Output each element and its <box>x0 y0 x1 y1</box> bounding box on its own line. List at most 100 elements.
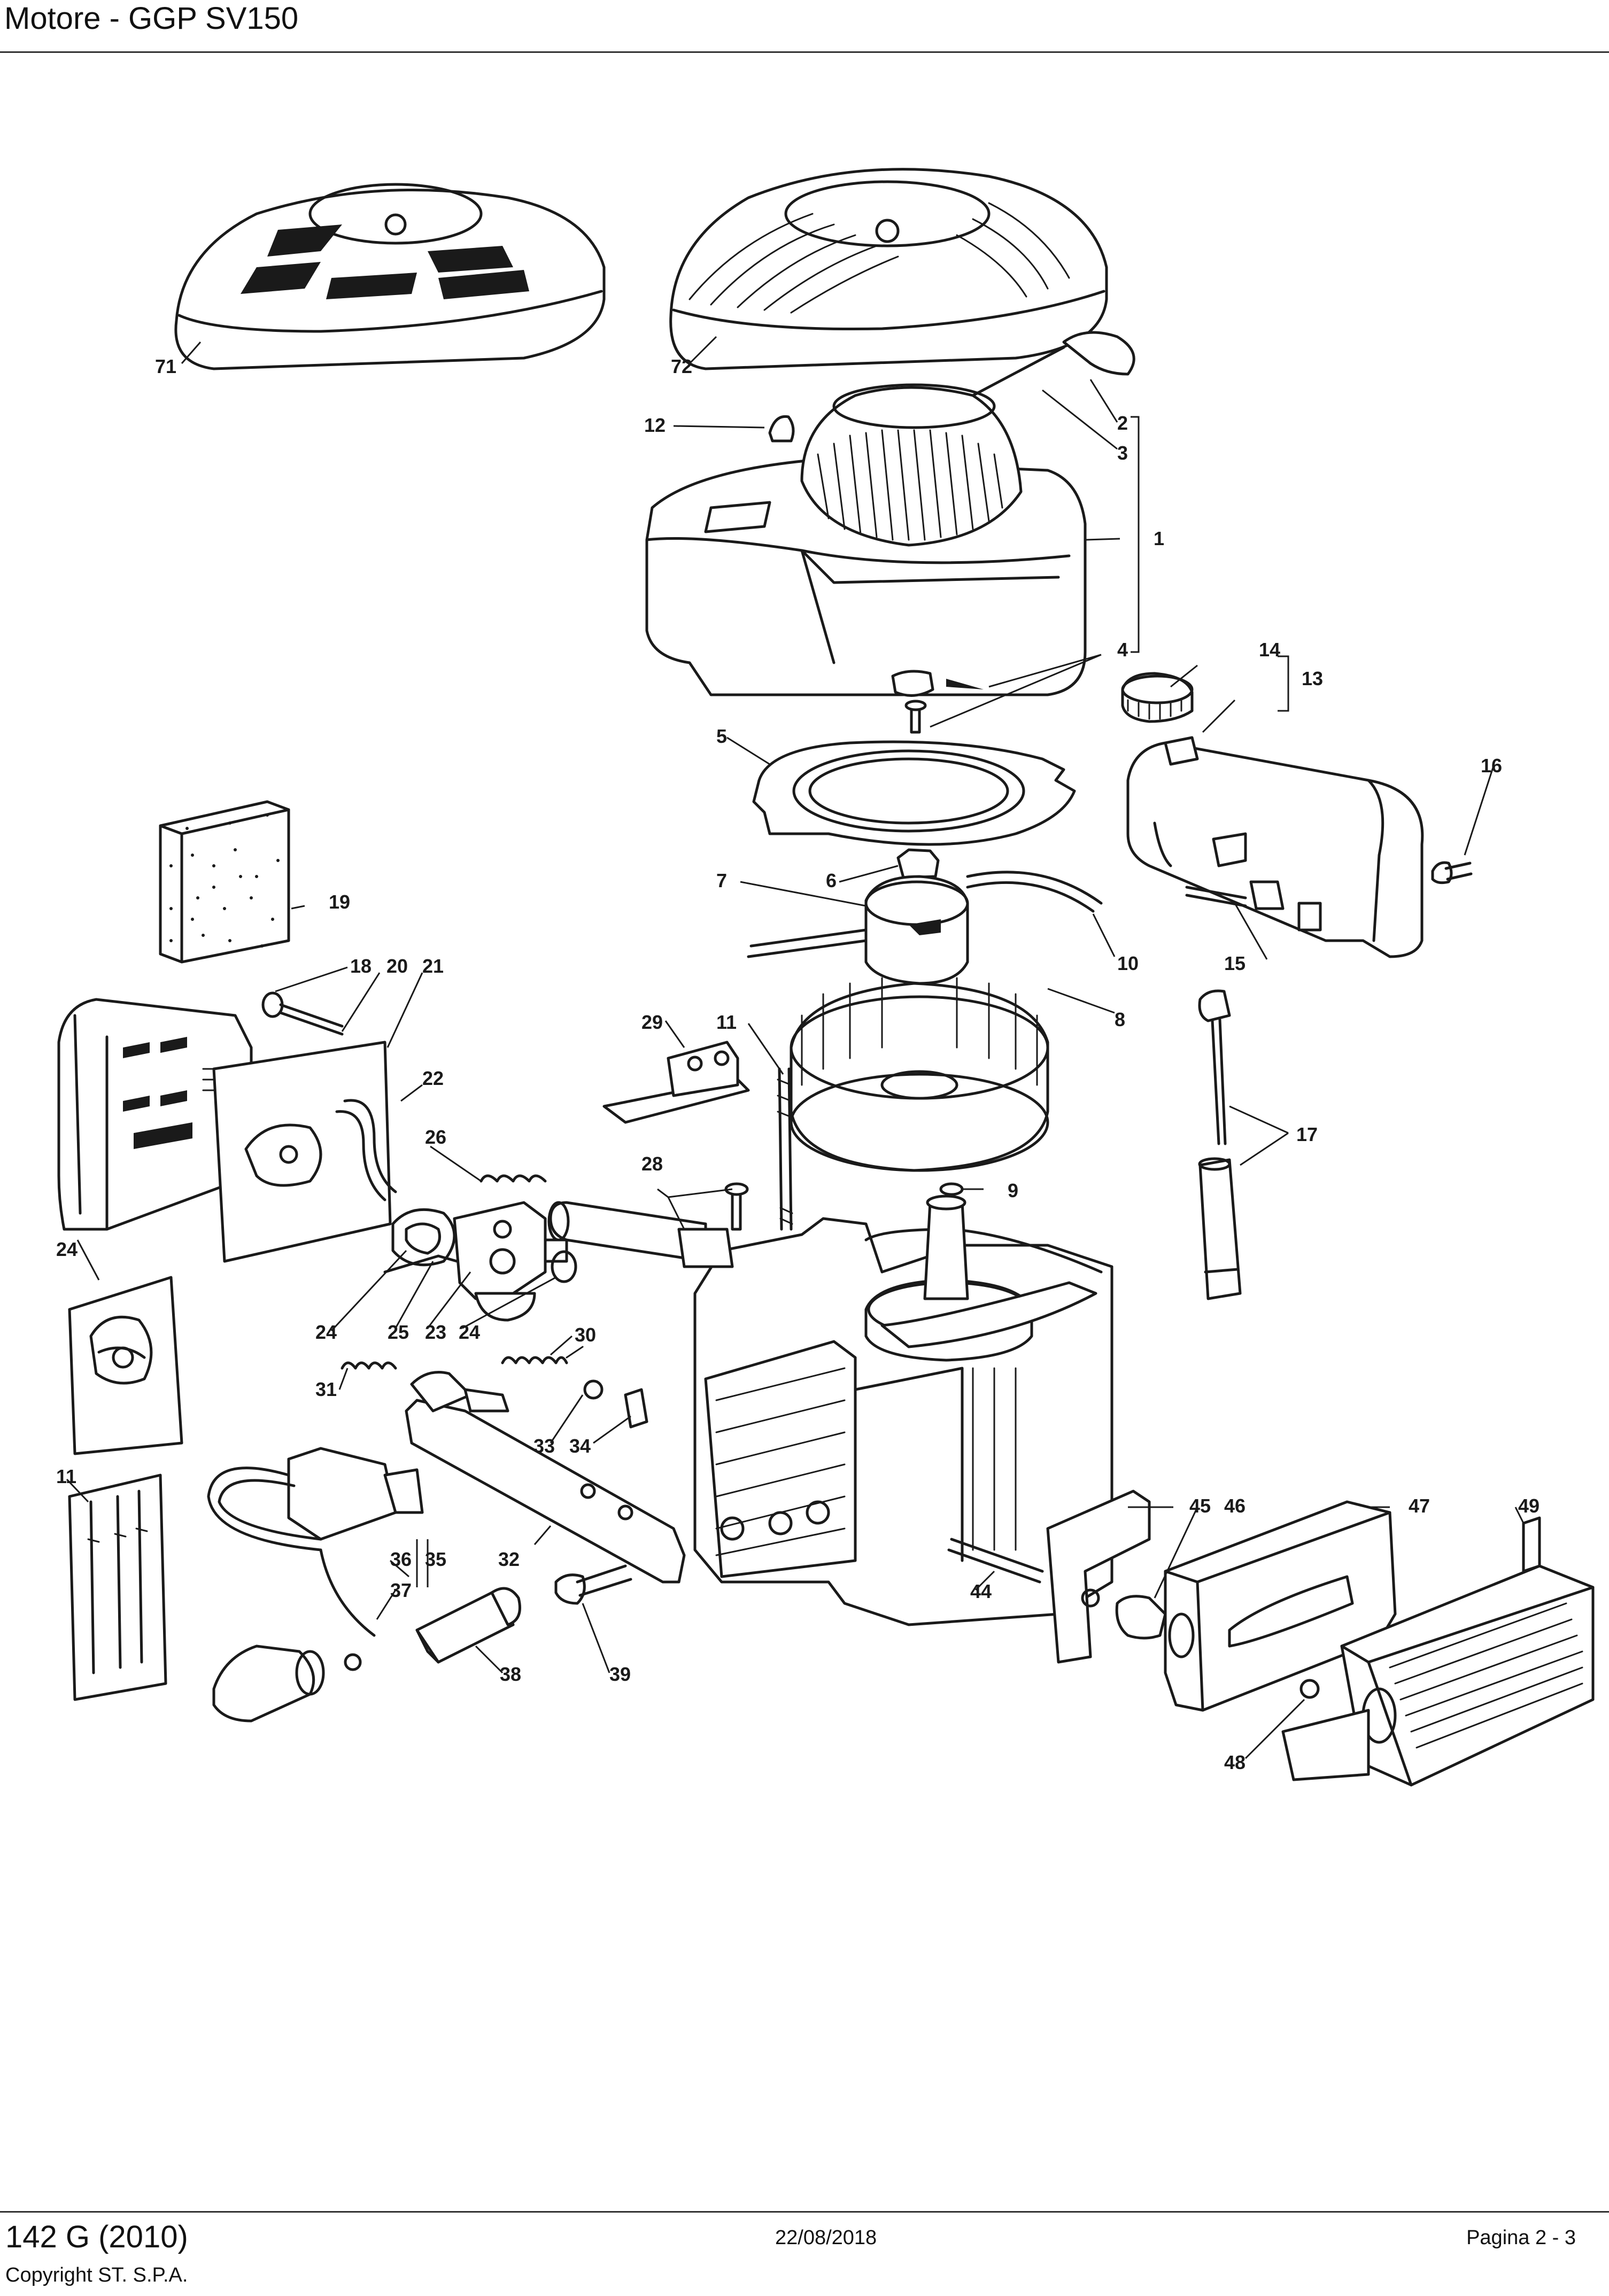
callout-6: 6 <box>826 870 837 891</box>
callout-10: 10 <box>1117 952 1139 974</box>
part-45-muffler-bracket <box>1046 1490 1151 1664</box>
callout-7: 7 <box>716 870 727 891</box>
part-33-screw <box>583 1379 604 1400</box>
part-30-spring <box>501 1346 584 1364</box>
callout-33: 33 <box>533 1435 555 1457</box>
callout-29: 29 <box>641 1011 663 1033</box>
callout-28: 28 <box>641 1153 663 1175</box>
part-7-starter-cup <box>864 875 969 985</box>
callout-32: 32 <box>498 1548 520 1570</box>
callout-38: 38 <box>500 1663 521 1685</box>
callout-46: 46 <box>1224 1495 1246 1517</box>
header-divider <box>0 51 1609 53</box>
part-34-clip <box>624 1388 648 1429</box>
part-21-back-plate <box>212 1041 392 1263</box>
part-37-spark-plug-cap <box>212 1645 362 1723</box>
callout-31: 31 <box>315 1378 337 1400</box>
air-filter-housing <box>57 998 253 1231</box>
callout-9: 9 <box>1008 1180 1018 1201</box>
callout-36: 36 <box>390 1548 412 1570</box>
callout-35: 35 <box>425 1548 446 1570</box>
part-72-blower-cover <box>669 168 1108 370</box>
callout-71: 71 <box>155 355 176 377</box>
part-8-flywheel <box>790 977 1049 1172</box>
footer-page-number: Pagina 2 - 3 <box>1466 2227 1576 2249</box>
part-46-nut <box>1115 1595 1167 1640</box>
leader-lines <box>66 336 1525 1759</box>
part-32-governor-bracket <box>405 1371 686 1584</box>
callout-44: 44 <box>970 1580 992 1602</box>
part-24-oring <box>551 1250 577 1283</box>
part-44-shaft <box>947 1538 1044 1584</box>
callout-24-left: 24 <box>56 1238 78 1260</box>
footer-divider <box>0 2211 1609 2213</box>
part-17-dipstick <box>1198 989 1242 1300</box>
part-31-spring <box>341 1361 397 1370</box>
part-71-blower-cover <box>174 183 606 370</box>
part-11-stud-bolt <box>777 1067 793 1231</box>
callout-labels: 71 72 12 2 3 1 4 14 13 5 16 7 6 19 18 20… <box>56 355 1540 1773</box>
callout-14: 14 <box>1259 639 1280 661</box>
part-5-baffle-plate <box>752 740 1076 846</box>
part-49-muffler-guard <box>1281 1516 1595 1787</box>
callout-3: 3 <box>1117 442 1128 464</box>
part-11-studs <box>68 1473 167 1701</box>
callout-20: 20 <box>386 955 408 977</box>
part-22-breather-tube <box>335 1099 397 1201</box>
callout-19: 19 <box>329 891 350 913</box>
callout-48: 48 <box>1224 1751 1246 1773</box>
callout-4: 4 <box>1117 639 1128 661</box>
callout-18: 18 <box>350 955 372 977</box>
part-1-starter-housing <box>645 383 1087 696</box>
callout-5: 5 <box>716 725 727 747</box>
footer-date: 22/08/2018 <box>775 2227 877 2249</box>
callout-13: 13 <box>1302 668 1323 689</box>
part-9-key <box>939 1182 964 1196</box>
part-29-bracket <box>602 1041 750 1124</box>
part-10-tube <box>747 871 1103 958</box>
callout-39: 39 <box>609 1663 631 1685</box>
part-35-ignition-coil <box>207 1447 424 1552</box>
part-12-nut <box>768 415 795 443</box>
part-24-gasket-set <box>68 1276 183 1455</box>
callout-11: 11 <box>716 1011 737 1033</box>
footer-copyright: Copyright ST. S.P.A. <box>5 2264 188 2286</box>
part-16-screw <box>1431 861 1473 885</box>
part-13-fuel-tank <box>1126 736 1424 958</box>
callout-47: 47 <box>1409 1495 1430 1517</box>
part-26-throttle-spring <box>479 1174 547 1183</box>
callout-25: 25 <box>388 1321 409 1343</box>
page-title: Motore - GGP SV150 <box>4 1 299 36</box>
callout-15: 15 <box>1224 952 1246 974</box>
callout-12: 12 <box>644 414 666 436</box>
callout-1: 1 <box>1154 528 1164 549</box>
callout-72: 72 <box>671 355 692 377</box>
part-23-carburetor <box>453 1201 568 1322</box>
callout-8: 8 <box>1115 1009 1125 1030</box>
callout-34: 34 <box>569 1435 591 1457</box>
part-4-clip <box>891 670 984 734</box>
callout-23: 23 <box>425 1321 446 1343</box>
callout-2: 2 <box>1117 412 1128 434</box>
callout-16: 16 <box>1481 755 1502 777</box>
part-38-spark-plug <box>415 1587 521 1664</box>
part-39-bolt <box>554 1564 632 1605</box>
part-36-lead <box>319 1548 376 1637</box>
part-6-flywheel-nut <box>896 848 940 879</box>
callout-26: 26 <box>425 1126 446 1148</box>
callout-37: 37 <box>390 1579 412 1601</box>
callout-24-gasket: 24 <box>315 1321 337 1343</box>
callout-21: 21 <box>422 955 444 977</box>
footer-model: 142 G (2010) <box>5 2220 188 2254</box>
callout-30: 30 <box>575 1324 596 1346</box>
part-19-air-filter <box>159 800 290 964</box>
part-48-screw <box>1299 1679 1320 1699</box>
part-14-fuel-cap <box>1121 672 1194 723</box>
engine-block <box>693 1194 1113 1626</box>
part-18-screw <box>261 991 344 1036</box>
callout-45: 45 <box>1189 1495 1211 1517</box>
part-28-intake <box>547 1182 749 1268</box>
callout-11-left: 11 <box>56 1465 76 1487</box>
callout-17: 17 <box>1296 1123 1318 1145</box>
